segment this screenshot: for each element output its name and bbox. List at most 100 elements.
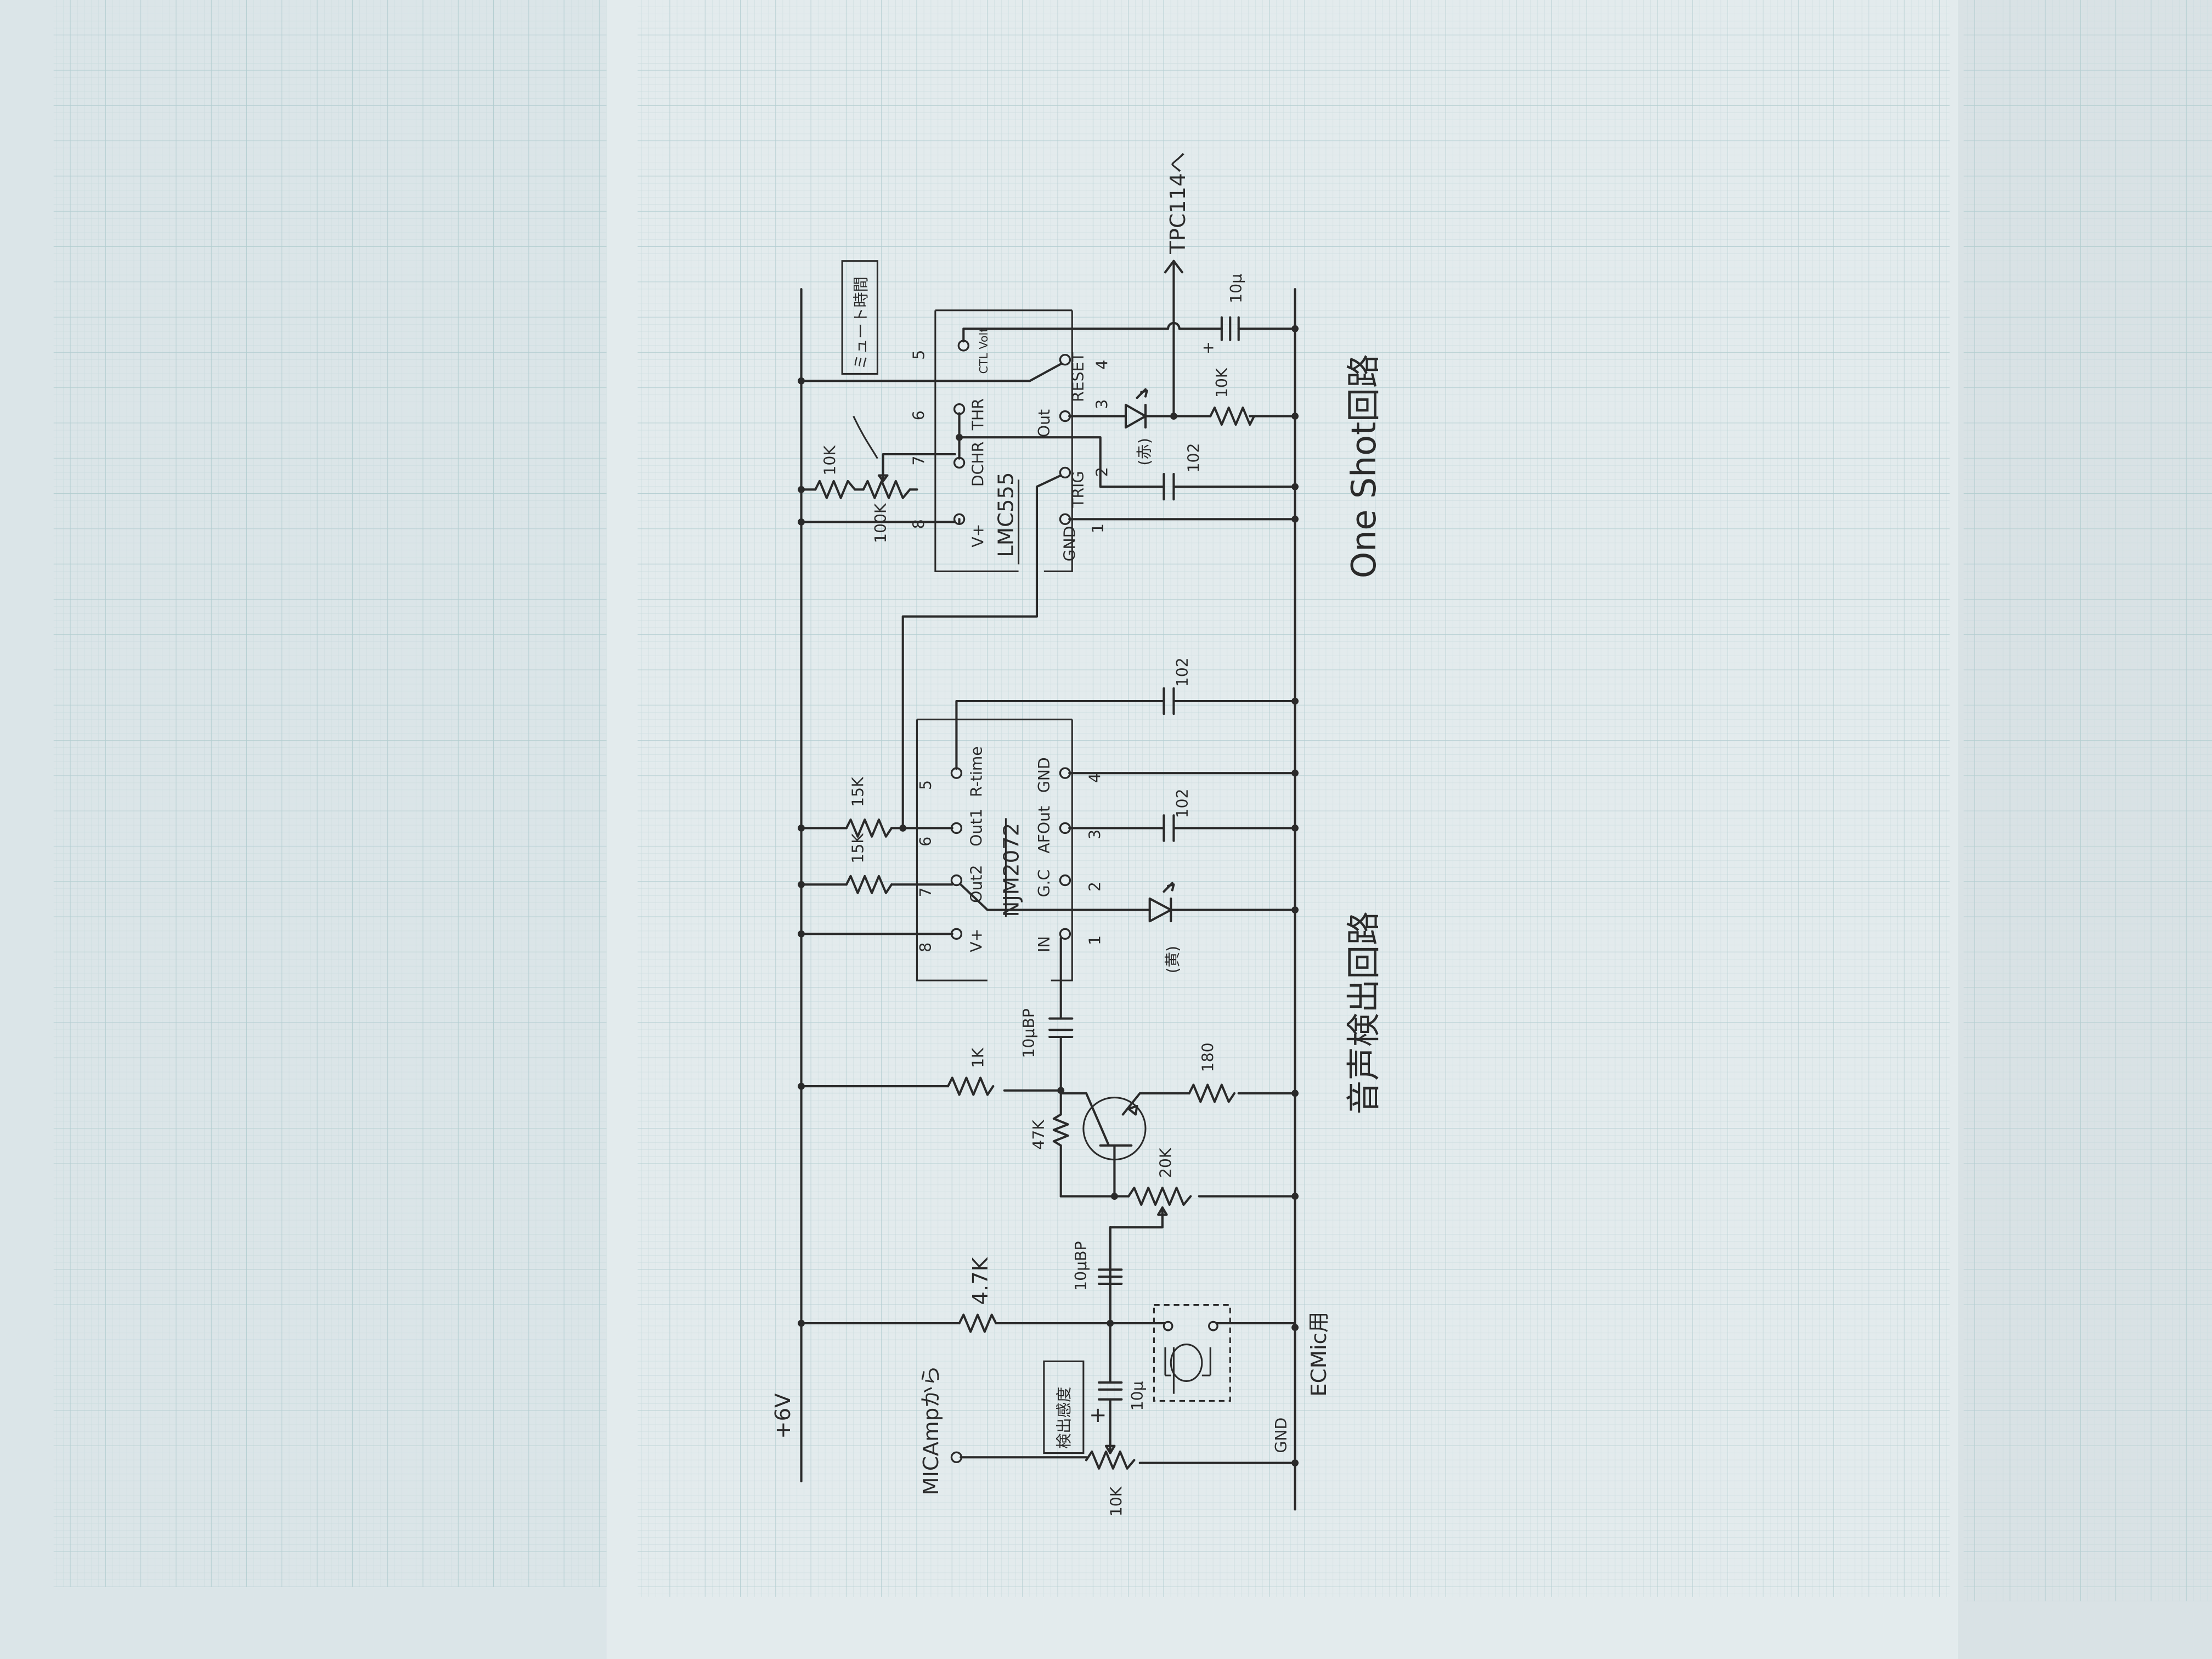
lmc-left_pins-2-name-label: THR <box>969 398 987 431</box>
lmc-left_pins-3-num-label: 5 <box>910 350 928 360</box>
njm-right_pins-0-name-label: IN <box>1035 936 1053 952</box>
resistor-4k7 <box>958 1313 997 1333</box>
njm-right_pins-0-num-label: 1 <box>1086 935 1104 945</box>
lmc-name: LMC555 <box>994 472 1018 557</box>
resistor-10k <box>814 479 856 499</box>
lmc-left_pins-0-name-label: V+ <box>969 524 987 548</box>
njm-right_pins-3-num-label: 4 <box>1086 773 1104 783</box>
lmc-left_pins-0-num-label: 8 <box>910 519 928 529</box>
njm-right_pins-1-name-label: G.C <box>1035 870 1053 898</box>
pot-10k <box>1085 1450 1136 1470</box>
lmc-right_pins-0-num-label: 1 <box>1089 523 1107 533</box>
lmc-left_pins-1-name-label: DCHR <box>969 442 987 487</box>
lmc-r_10k-label: 10K <box>821 445 839 476</box>
sensitivity-label: 検出感度 <box>1055 1387 1073 1449</box>
lmc-pin-6: 6 THR <box>910 398 987 431</box>
oneshot-title: One Shot回路 <box>1344 354 1384 578</box>
r-4k7-label: 4.7K <box>968 1256 993 1305</box>
lmc-led_label-label: (赤) <box>1136 438 1154 465</box>
r-47k-label: 47K <box>1030 1119 1048 1150</box>
njm-left_pins-3-num-label: 5 <box>917 780 935 790</box>
pot-100k <box>862 479 911 499</box>
njm-pin-1: 1 IN <box>1035 928 1104 952</box>
ecm-label: ECMic用 <box>1307 1312 1331 1397</box>
njm-left_pins-3-name-label: R-time <box>968 746 986 797</box>
gnd-rail: GND <box>1272 288 1296 1511</box>
ecm-box <box>1153 1304 1231 1402</box>
lmc-cap_timing-label: 102 <box>1185 443 1203 472</box>
lmc-right_pins-1-num-label: 2 <box>1093 467 1111 477</box>
output-label: TPC114へ <box>1166 152 1190 255</box>
microphone-icon <box>1170 1344 1203 1382</box>
lmc-left_pins-2-num-label: 6 <box>910 410 928 420</box>
pot-10k-label: 10K <box>1107 1486 1125 1516</box>
cap-bp2-label: 10μBP <box>1020 1008 1038 1058</box>
njm-left_pins-0-name-label: V+ <box>968 929 986 952</box>
led-yellow-label: (黄) <box>1164 946 1182 973</box>
lmc-pin-4: 4 RESET <box>1059 352 1111 402</box>
cap-afout-label: 102 <box>1173 788 1192 818</box>
resistor-1k <box>946 1076 995 1096</box>
njm-left_pins-2-name-label: Out1 <box>968 809 986 847</box>
led-yellow-icon <box>1148 882 1175 923</box>
njm-left_pins-2-num-label: 6 <box>917 837 935 847</box>
lmc-pin-2: 2 TRIG <box>1059 466 1111 509</box>
njm-name: NJM2072 <box>1000 823 1024 917</box>
mic-amp-label: MICAmpから <box>919 1365 944 1496</box>
lmc-right_pins-3-num-label: 4 <box>1093 360 1111 370</box>
cap-bp1-label: 10μBP <box>1072 1241 1090 1290</box>
cap-10u-label: 10μ <box>1128 1381 1147 1410</box>
transistor-amp: 10μBP 20K 47K 1K 180 10μBP <box>798 936 1299 1325</box>
njm-pin-3: 3 AFOut <box>1035 806 1104 854</box>
lmc-mute_box-label: ミュート時間 <box>852 276 870 370</box>
cap-rtime-label: 102 <box>1173 657 1192 687</box>
sensitivity-box <box>1043 1360 1085 1454</box>
lmc-cap_plus-label: + <box>1202 338 1215 357</box>
mic-section: 4.7K ECMic用 10μ + 検出感度 MICAmpから 10K <box>798 1226 1331 1516</box>
lmc-left_pins-1-num-label: 7 <box>910 456 928 466</box>
njm-left_pins-1-num-label: 7 <box>917 887 935 897</box>
njm-pin-2: 2 G.C <box>1035 870 1104 898</box>
resistor-out-10k <box>1209 407 1256 426</box>
lmc-cap_ctl-label: 10μ <box>1227 274 1245 303</box>
njm-r_15k_a-label: 15K <box>849 833 867 864</box>
pot-20k-label: 20K <box>1156 1147 1175 1178</box>
lmc-pot_100k-label: 100K <box>872 503 890 543</box>
njm-pin-5: 5 R-time <box>917 746 986 797</box>
r-1k-label: 1K <box>969 1047 987 1068</box>
resistor-180 <box>1188 1084 1236 1103</box>
lmc-pin-1: 1 GND <box>1059 513 1107 562</box>
njm-right_pins-1-num-label: 2 <box>1086 882 1104 891</box>
lmc-right_pins-1-name-label: TRIG <box>1069 471 1087 509</box>
lmc-right_pins-0-name-label: GND <box>1060 526 1079 562</box>
led-red-icon <box>1124 388 1148 429</box>
mute-time-box <box>841 260 878 375</box>
njm-right_pins-2-name-label: AFOut <box>1035 806 1053 854</box>
njm-pin-6: 6 Out1 <box>917 809 986 847</box>
njm-pin-7: 7 Out2 <box>917 865 986 902</box>
njm-right_pins-3-name-label: GND <box>1035 757 1053 793</box>
cap-plus: + <box>1089 1403 1107 1427</box>
lmc-r_out_10k-label: 10K <box>1213 367 1231 398</box>
r-180-label: 180 <box>1199 1042 1217 1072</box>
lmc-pin-5: 5 CTL Volt <box>910 328 990 374</box>
njm-r_15k_b-label: 15K <box>849 776 867 807</box>
pot-20k <box>1127 1187 1192 1206</box>
lmc-right_pins-2-num-label: 3 <box>1093 399 1111 409</box>
detector-title: 音声検出回路 <box>1344 911 1384 1114</box>
lmc-pin-7: 7 DCHR <box>910 442 987 487</box>
resistor-15k-b <box>845 818 893 838</box>
njm-right_pins-2-num-label: 3 <box>1086 830 1104 839</box>
resistor-15k-a <box>845 874 893 894</box>
njm-left_pins-1-name-label: Out2 <box>968 865 986 902</box>
lmc-right_pins-3-name-label: RESET <box>1069 352 1087 402</box>
vcc-label: +6V <box>771 1393 795 1439</box>
njm-pin-4: 4 GND <box>1035 757 1104 793</box>
lmc-right_pins-2-name-label: Out <box>1035 409 1053 437</box>
lmc-left_pins-3-name-label: CTL Volt <box>977 328 990 374</box>
